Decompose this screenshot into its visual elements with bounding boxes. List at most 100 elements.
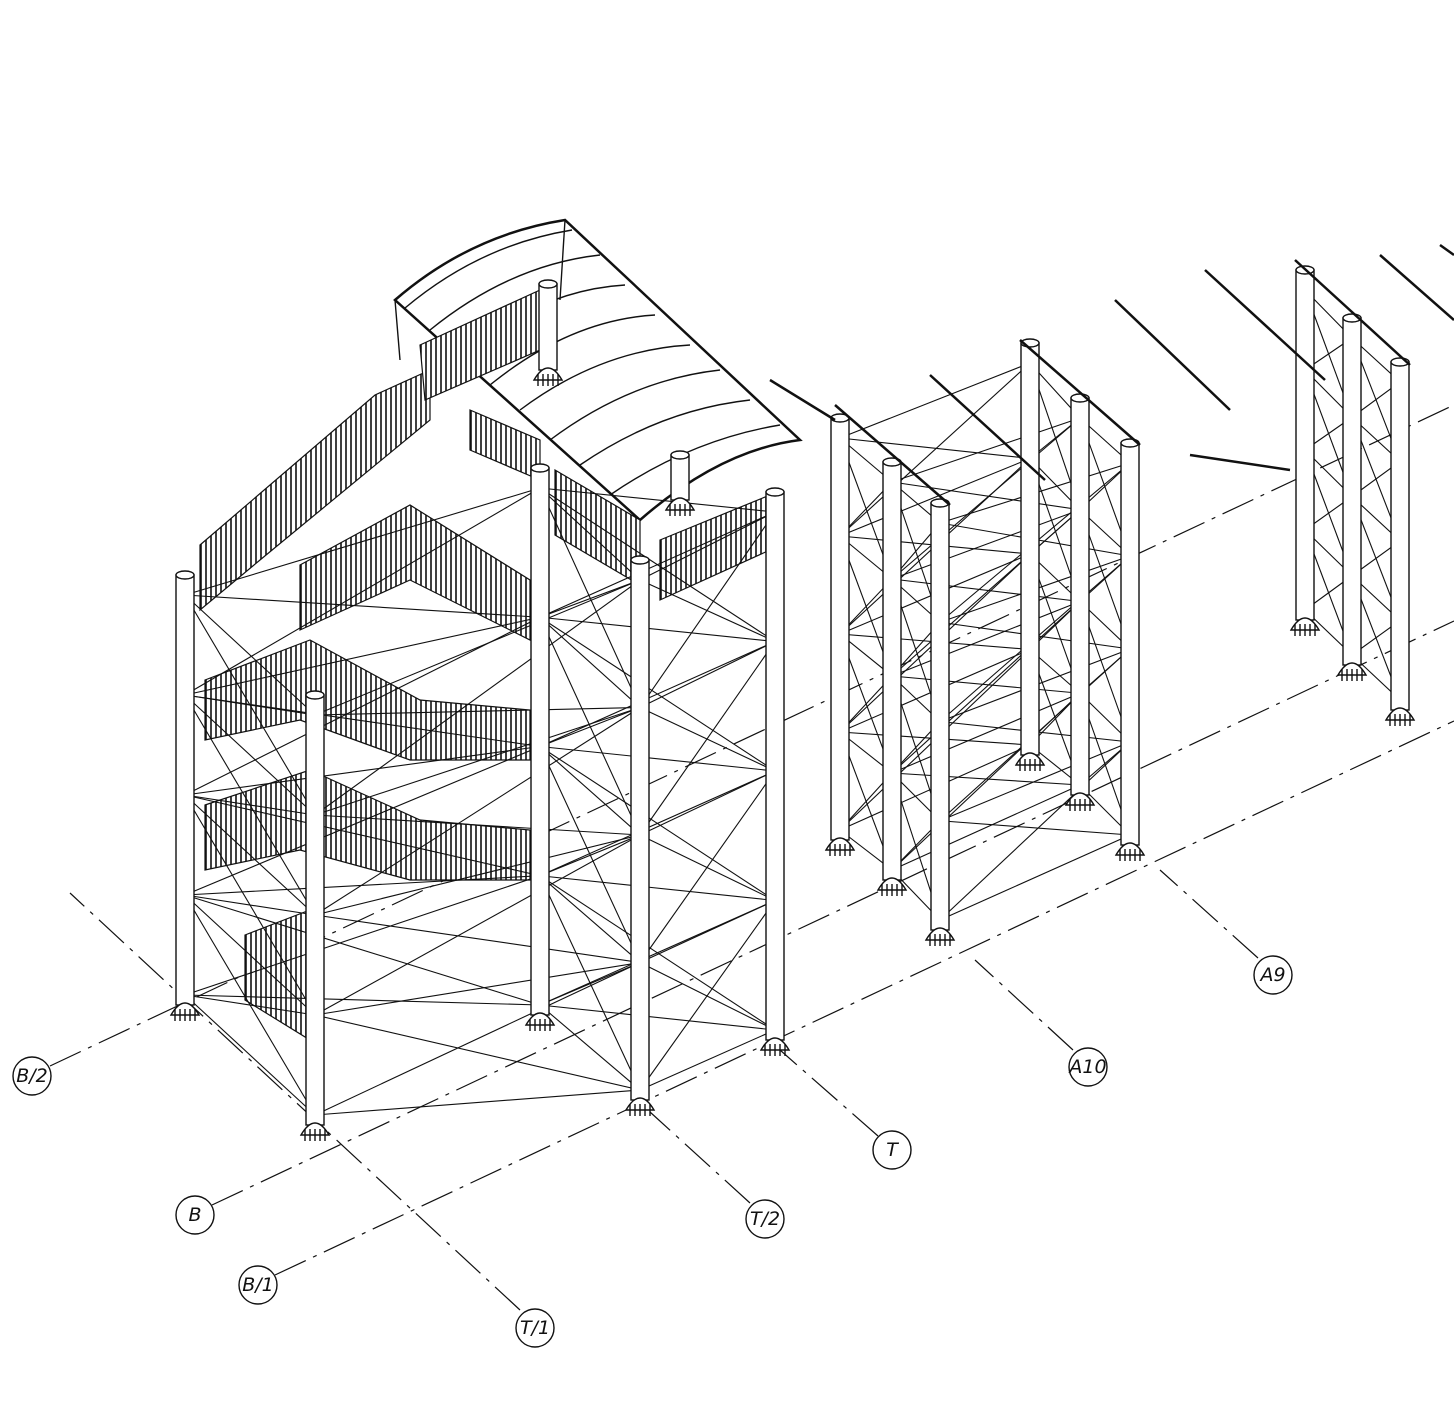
column (1064, 393, 1096, 811)
diagonal-brace (891, 509, 1081, 677)
grid-bubble-b: B (175, 1195, 215, 1235)
grid-label: T (886, 1139, 899, 1161)
horizontal-beam (184, 794, 316, 916)
horizontal-beam (639, 641, 776, 708)
grid-bubble-t1: T/1 (515, 1308, 555, 1348)
diagonal-brace (539, 706, 641, 748)
horizontal-beam (639, 770, 776, 836)
horizontal-beam (314, 961, 641, 1016)
column (1114, 438, 1146, 861)
diagonal-brace (184, 694, 541, 748)
grid-line-a10 (974, 959, 1074, 1051)
grid-line-t1 (69, 892, 521, 1311)
horizontal-beam (184, 894, 316, 1016)
diagonal-brace (314, 1014, 641, 1091)
horizontal-beam (184, 694, 316, 816)
horizontal-beam (184, 487, 541, 596)
column (1384, 357, 1416, 726)
horizontal-beam (839, 362, 1031, 439)
grid-bubble-a9: A9 (1253, 955, 1293, 995)
grid-line-t (779, 1049, 879, 1137)
diagonal-brace (314, 962, 641, 1116)
column (664, 450, 696, 516)
diagonal-brace (314, 814, 641, 836)
diagonal-brace (639, 707, 776, 772)
diagonal-brace (539, 487, 641, 708)
diagonal-brace (314, 707, 641, 916)
diagonal-brace (539, 617, 641, 836)
horizontal-beam (891, 417, 1081, 483)
diagonal-brace (891, 675, 1081, 694)
grid-label: B/1 (242, 1274, 274, 1296)
steel-structure (169, 218, 1454, 1141)
diagonal-brace (639, 511, 776, 708)
horizontal-beam (314, 1089, 641, 1116)
grid-label: A10 (1067, 1056, 1106, 1078)
diagonal-brace (839, 362, 1031, 537)
diagonal-brace (184, 994, 316, 1016)
diagonal-brace (639, 900, 776, 1091)
diagonal-brace (891, 772, 1081, 786)
horizontal-beam (891, 784, 1081, 871)
grid-line-b (211, 620, 1454, 1206)
diagonal-brace (539, 579, 641, 618)
diagonal-brace (839, 437, 1031, 460)
column (299, 690, 331, 1141)
diagonal-brace (184, 745, 541, 896)
horizontal-beam (639, 1029, 776, 1091)
horizontal-beam (539, 616, 641, 708)
grid-line-a9 (1159, 869, 1259, 959)
column (624, 555, 656, 1116)
diagonal-brace (639, 579, 776, 643)
column (1336, 313, 1368, 681)
grid-label: T/1 (520, 1317, 550, 1339)
diagonal-brace (639, 641, 776, 836)
grid-line-t2 (649, 1111, 751, 1204)
top-beams (769, 243, 1454, 506)
horizontal-beam (314, 706, 641, 816)
diagonal-brace (314, 706, 641, 716)
horizontal-beam (184, 594, 316, 716)
diagonal-brace (314, 579, 641, 816)
diagonal-brace (891, 481, 1081, 511)
diagonal-brace (539, 640, 776, 748)
diagonal-brace (939, 820, 1131, 836)
horizontal-beam (184, 745, 541, 796)
diagonal-brace (184, 616, 541, 796)
diagonal-brace (184, 487, 541, 696)
diagonal-brace (639, 834, 776, 901)
diagonal-brace (184, 794, 541, 877)
horizontal-beam (939, 741, 1131, 822)
grid-bubble-a10: A10 (1067, 1047, 1108, 1087)
horizontal-beam (539, 875, 776, 902)
diagonal-brace (939, 741, 1131, 921)
column (532, 279, 564, 386)
grid-label: A9 (1258, 964, 1285, 986)
column (924, 498, 956, 946)
horizontal-beam (539, 487, 641, 581)
diagonal-brace (891, 692, 1081, 871)
diagonal-brace (539, 511, 776, 618)
column (524, 463, 556, 1031)
horizontal-beam (314, 834, 641, 916)
horizontal-beam (939, 834, 1131, 921)
grid-bubble-b1: B/1 (238, 1265, 278, 1305)
column (759, 487, 791, 1056)
diagonal-brace (891, 601, 1081, 774)
horizontal-beam (891, 692, 1081, 774)
diagonal-brace (314, 914, 641, 964)
horizontal-beam (539, 746, 641, 836)
horizontal-beam (539, 1004, 776, 1031)
horizontal-beam (839, 457, 1031, 537)
grid-label: B (188, 1204, 201, 1226)
horizontal-beam (184, 616, 541, 696)
horizontal-beam (314, 579, 641, 716)
horizontal-beam (539, 745, 776, 772)
diagonal-brace (539, 746, 641, 963)
column (1289, 265, 1321, 636)
column (169, 570, 201, 1021)
column (824, 413, 856, 856)
